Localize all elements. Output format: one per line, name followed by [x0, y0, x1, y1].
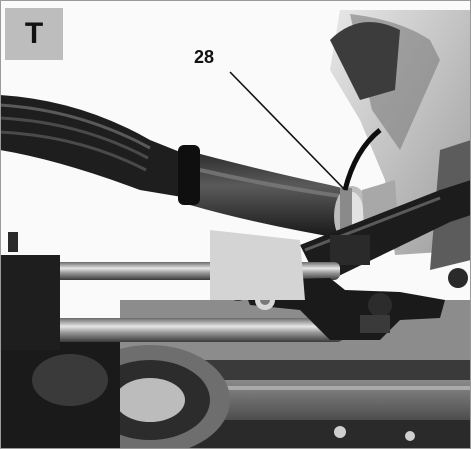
dust-hose [0, 95, 350, 240]
panel-letter-badge: T [5, 8, 63, 60]
power-cable [342, 128, 382, 191]
panel-letter: T [24, 17, 44, 50]
turntable [0, 340, 230, 449]
callout-leader-line [229, 71, 346, 191]
fence [210, 230, 305, 300]
handle-lever [300, 180, 471, 285]
callout-number: 28 [194, 47, 215, 67]
